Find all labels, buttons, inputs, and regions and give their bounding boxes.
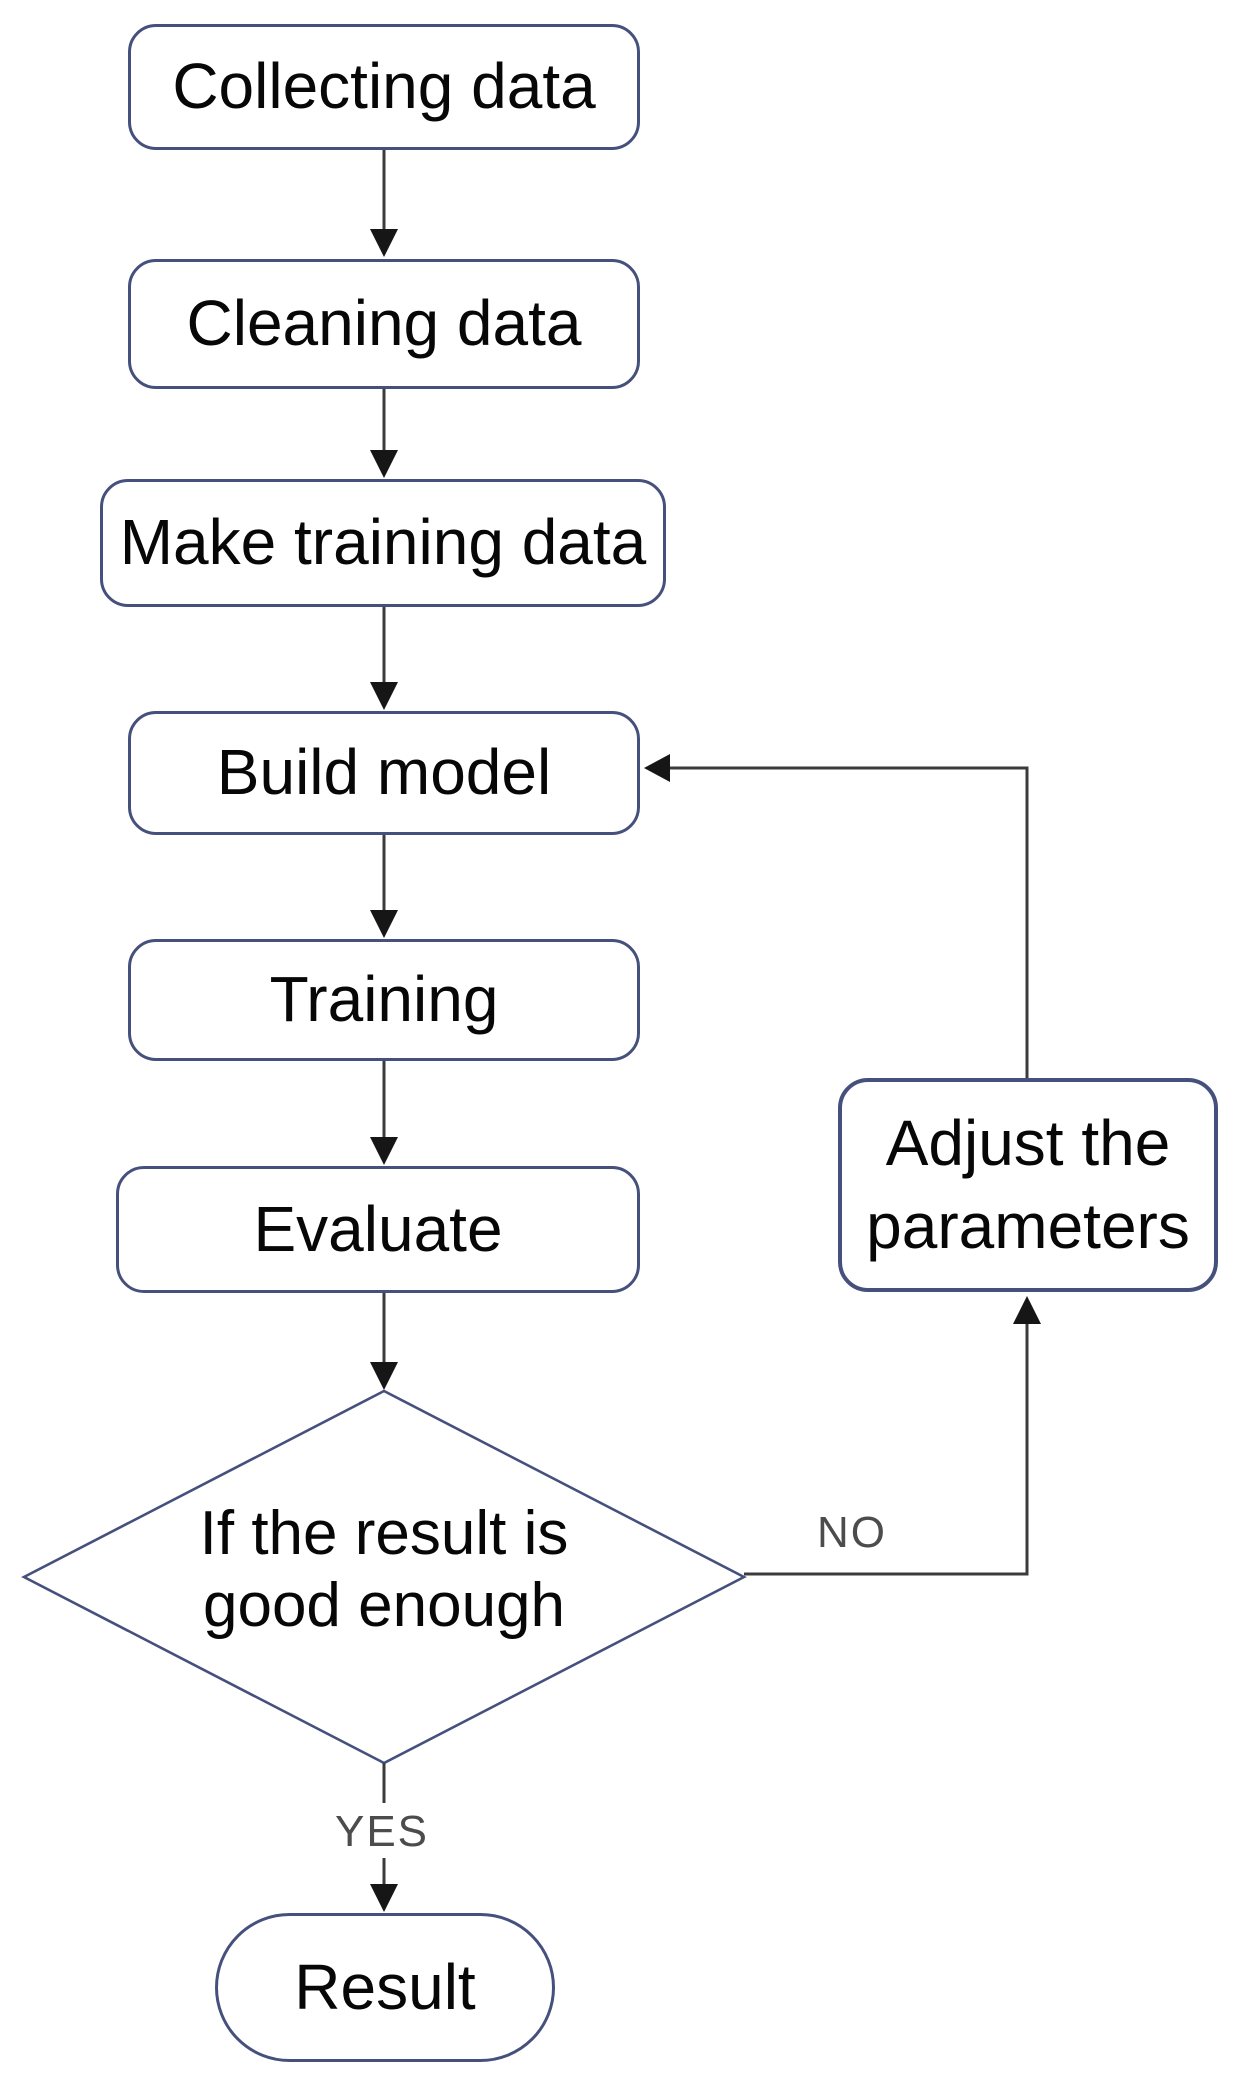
no-label: NO [817,1508,887,1557]
node-evaluate: Evaluate [116,1166,640,1293]
node-collecting-data: Collecting data [128,24,640,150]
node-make-training-data: Make training data [100,479,666,607]
flow-arrow [370,389,398,478]
node-training: Training [128,939,640,1061]
flow-arrow [370,1293,398,1390]
flow-arrow [370,150,398,257]
feedback-arrow [644,754,1029,1078]
flow-arrow [370,1061,398,1165]
yes-branch-arrow [370,1763,398,1912]
decision-text: If the result is good enough [199,1499,569,1640]
node-adjust-parameters: Adjust the parameters [838,1078,1218,1292]
flow-arrow [370,835,398,938]
node-build-model: Build model [128,711,640,835]
no-branch-arrow [744,1296,1041,1576]
node-result: Result [215,1913,555,2062]
yes-label: YES [334,1807,430,1856]
flow-arrow [370,607,398,710]
node-cleaning-data: Cleaning data [128,259,640,389]
